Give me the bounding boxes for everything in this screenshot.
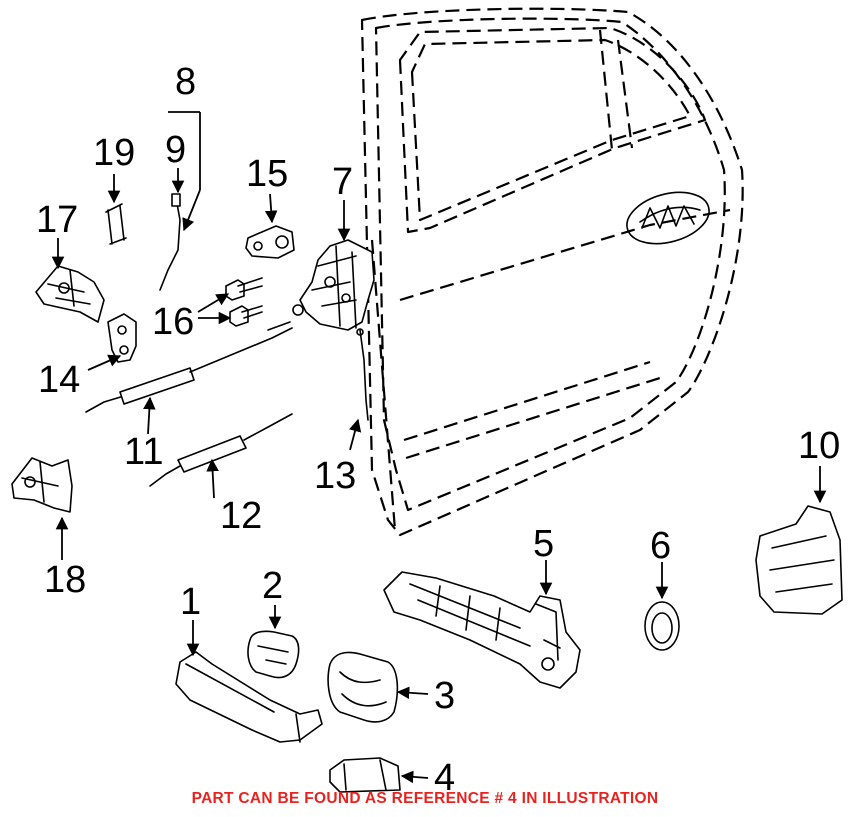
- release-cable-upper: [85, 321, 293, 413]
- callout-17: 17: [36, 199, 78, 241]
- callout-7: 7: [332, 161, 353, 203]
- callout-19: 19: [93, 132, 135, 174]
- door-rod: [356, 328, 369, 421]
- door-lock-actuator: [292, 239, 375, 331]
- callout-18: 18: [44, 559, 86, 601]
- callout-8: 8: [175, 61, 196, 103]
- outer-handle: [175, 651, 323, 743]
- callout-14: 14: [38, 359, 80, 401]
- handle-cap: [247, 630, 300, 679]
- callout-1: 1: [180, 581, 201, 623]
- callout-3: 3: [434, 675, 455, 717]
- callout-5: 5: [533, 523, 554, 565]
- reference-note: PART CAN BE FOUND AS REFERENCE # 4 IN IL…: [191, 790, 659, 807]
- clip: [105, 203, 127, 245]
- grommet: [644, 601, 680, 651]
- release-cable-lower: [149, 413, 293, 487]
- lock-bracket: [245, 225, 295, 259]
- callout-12: 12: [220, 495, 262, 537]
- callout-4: 4: [434, 757, 455, 799]
- callout-labels: 1 2 3 4 5 6 7 8 9 10 11 12 13 14 15 16 1…: [36, 61, 840, 799]
- callout-9: 9: [165, 129, 186, 171]
- lower-hinge: [11, 457, 73, 513]
- callout-2: 2: [262, 565, 283, 607]
- handle-cover-panel: [755, 505, 843, 615]
- callout-6: 6: [650, 525, 671, 567]
- callout-16: 16: [152, 301, 194, 343]
- door-outline: [360, 7, 744, 537]
- callout-10: 10: [798, 425, 840, 467]
- handle-carrier: [383, 571, 581, 689]
- check-plate: [107, 313, 137, 363]
- handle-bezel: [327, 651, 399, 723]
- callout-11: 11: [124, 431, 163, 473]
- leader-lines: [51, 111, 827, 784]
- callout-13: 13: [314, 455, 356, 497]
- lock-rods: [159, 193, 181, 291]
- callout-15: 15: [246, 153, 288, 195]
- lock-cylinder-cap: [329, 757, 401, 793]
- upper-hinge: [35, 265, 105, 323]
- bolts: [225, 277, 263, 327]
